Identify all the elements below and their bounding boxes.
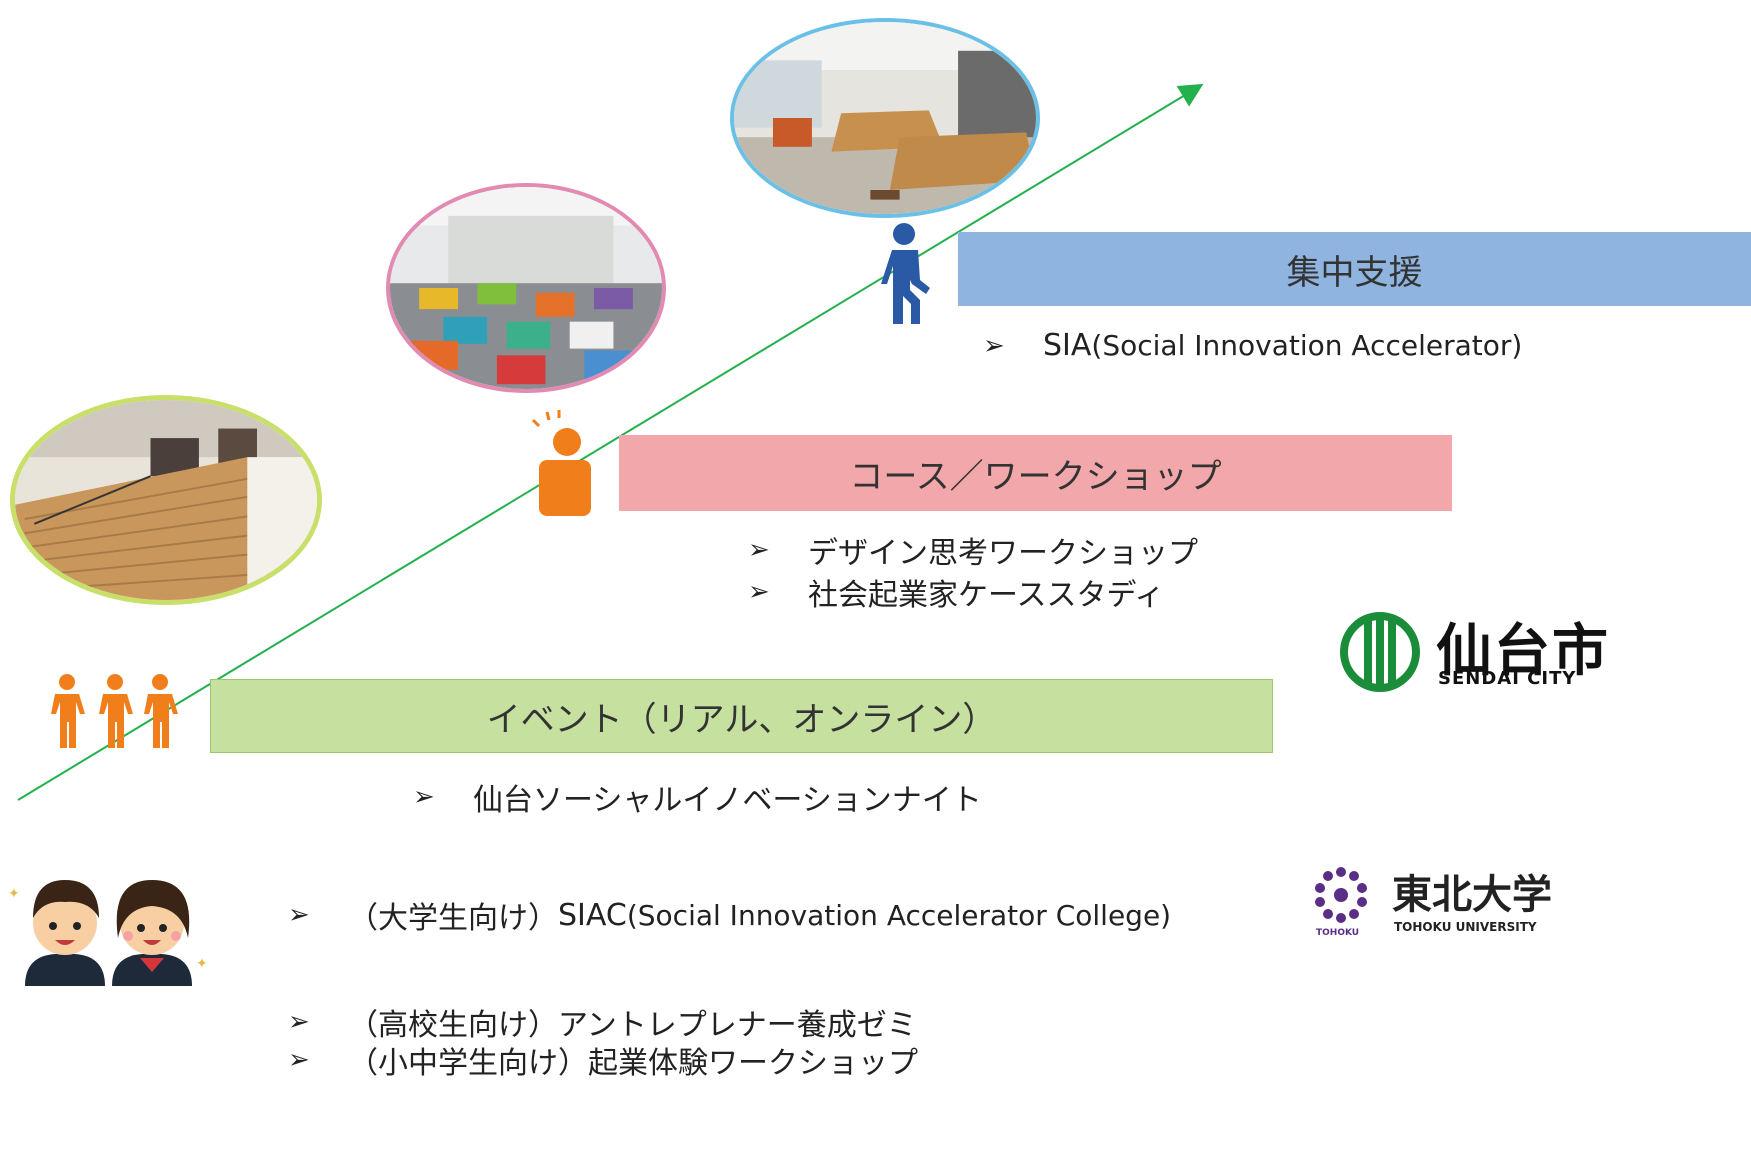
band-course-workshop: コース／ワークショップ: [619, 435, 1452, 511]
photo-stairs: [10, 395, 322, 605]
photo-workspace: [730, 18, 1040, 218]
students-illustration: ✦ ✦: [0, 868, 212, 986]
intensive-item-sub: (Social Innovation Accelerator): [1091, 329, 1523, 362]
group-people-icon: [51, 674, 178, 748]
sendai-emblem-icon: [1340, 612, 1420, 692]
bullet-arrow-icon: ➢: [748, 577, 770, 607]
bullet-arrow-icon: ➢: [983, 330, 1005, 361]
youth-program-elementary: ➢ （小中学生向け） 起業体験ワークショップ: [288, 1038, 918, 1082]
tohoku-logo-name: 東北大学: [1392, 872, 1552, 918]
bullet-arrow-icon: ➢: [748, 535, 770, 565]
bullet-arrow-icon: ➢: [288, 1007, 310, 1037]
bullet-arrow-icon: ➢: [288, 900, 310, 930]
event-item: ➢ 仙台ソーシャルイノベーションナイト: [413, 775, 982, 819]
tohoku-emblem-icon: [1315, 867, 1367, 923]
intensive-item: ➢ SIA (Social Innovation Accelerator): [983, 328, 1522, 363]
course-item-label: デザイン思考ワークショップ: [808, 536, 1198, 571]
youth-program-main: SIAC: [558, 897, 627, 933]
sendai-logo-en: SENDAI CITY: [1438, 668, 1577, 689]
youth-program-prefix: （高校生向け）: [348, 1008, 558, 1043]
sendai-logo-name: 仙台市: [1436, 619, 1610, 684]
band-event-title: イベント（リアル、オンライン）: [486, 699, 997, 740]
person-walking-icon: [881, 223, 930, 324]
photo-lounge: [386, 183, 666, 393]
tohoku-university-logo: TOHOKU 東北大学 TOHOKU UNIVERSITY: [1292, 862, 1562, 952]
youth-program-main: アントレプレナー養成ゼミ: [558, 1008, 917, 1043]
youth-program-highschool: ➢ （高校生向け） アントレプレナー養成ゼミ: [288, 1000, 917, 1044]
course-item-1: ➢ デザイン思考ワークショップ: [748, 528, 1198, 572]
band-course-title: コース／ワークショップ: [849, 456, 1222, 497]
youth-program-prefix: （小中学生向け）: [348, 1046, 588, 1081]
person-idea-icon: [531, 410, 591, 516]
band-intensive-title: 集中支援: [1286, 252, 1423, 293]
youth-program-sub: (Social Innovation Accelerator College): [626, 898, 1172, 932]
course-item-2: ➢ 社会起業家ケーススタディ: [748, 570, 1164, 614]
sendai-city-logo: 仙台市 SENDAI CITY: [1340, 612, 1751, 692]
course-item-label: 社会起業家ケーススタディ: [808, 578, 1165, 613]
band-event: イベント（リアル、オンライン）: [210, 679, 1273, 753]
svg-text:✦: ✦: [8, 886, 20, 902]
youth-program-university: ➢ （大学生向け） SIAC (Social Innovation Accele…: [288, 893, 1171, 937]
intensive-item-main: SIA: [1043, 328, 1092, 363]
band-intensive-support: 集中支援: [958, 232, 1751, 306]
tohoku-emblem-label: TOHOKU: [1316, 928, 1360, 938]
bullet-arrow-icon: ➢: [413, 782, 435, 812]
youth-program-main: 起業体験ワークショップ: [588, 1046, 918, 1081]
youth-program-prefix: （大学生向け）: [348, 901, 558, 936]
svg-text:✦: ✦: [196, 956, 208, 972]
tohoku-logo-en: TOHOKU UNIVERSITY: [1394, 920, 1537, 934]
bullet-arrow-icon: ➢: [288, 1045, 310, 1075]
event-item-label: 仙台ソーシャルイノベーションナイト: [473, 783, 982, 818]
